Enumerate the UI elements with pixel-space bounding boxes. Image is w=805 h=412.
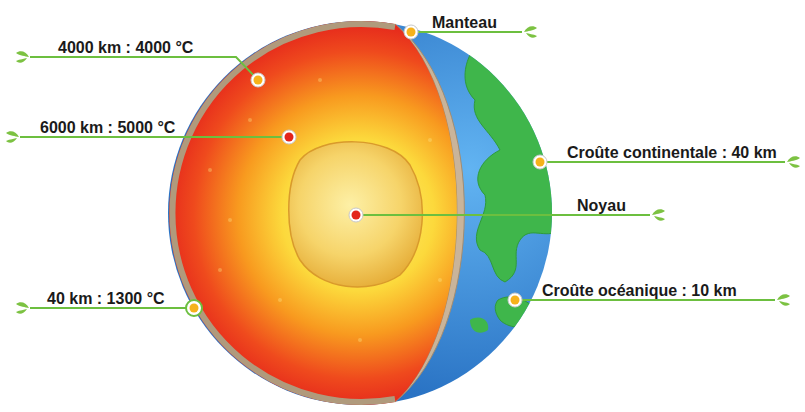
marker-dot [404, 25, 418, 39]
leaf-icon [16, 51, 29, 62]
island [470, 318, 488, 333]
leader-line [30, 57, 258, 80]
leaf-icon [787, 156, 800, 167]
leader-line [30, 307, 194, 309]
part-label: Croûte océanique : 10 km [542, 282, 737, 299]
leaf-icon [652, 209, 665, 220]
marker-dot [251, 73, 265, 87]
part-label: 40 km : 1300 °C [47, 290, 165, 307]
leaf-icon [6, 131, 19, 142]
leader-line [411, 31, 522, 33]
marker-dot [508, 293, 522, 307]
part-label: 6000 km : 5000 °C [40, 119, 175, 136]
continent [465, 49, 560, 282]
part-label: Noyau [577, 197, 626, 214]
marker-dot [533, 155, 547, 169]
leaf-icon [777, 294, 790, 305]
leader-line [540, 161, 785, 163]
part-label: Croûte continentale : 40 km [567, 144, 777, 161]
marker-dot [282, 130, 296, 144]
leader-line [356, 214, 650, 216]
crust-rim [172, 24, 395, 402]
leaf-icon [524, 26, 537, 37]
leader-line [20, 136, 289, 138]
mantle [169, 21, 457, 405]
leaf-icons [6, 26, 800, 313]
marker-dot [349, 208, 363, 222]
marker-dots [186, 25, 547, 316]
leader-line [515, 299, 775, 301]
leader-lines [20, 32, 785, 308]
mantle-texture [208, 78, 442, 342]
globe [168, 21, 560, 405]
marker-dot [186, 300, 202, 316]
part-label: 4000 km : 4000 °C [58, 39, 193, 56]
leaf-icon [16, 302, 29, 313]
part-label: Manteau [432, 14, 497, 31]
